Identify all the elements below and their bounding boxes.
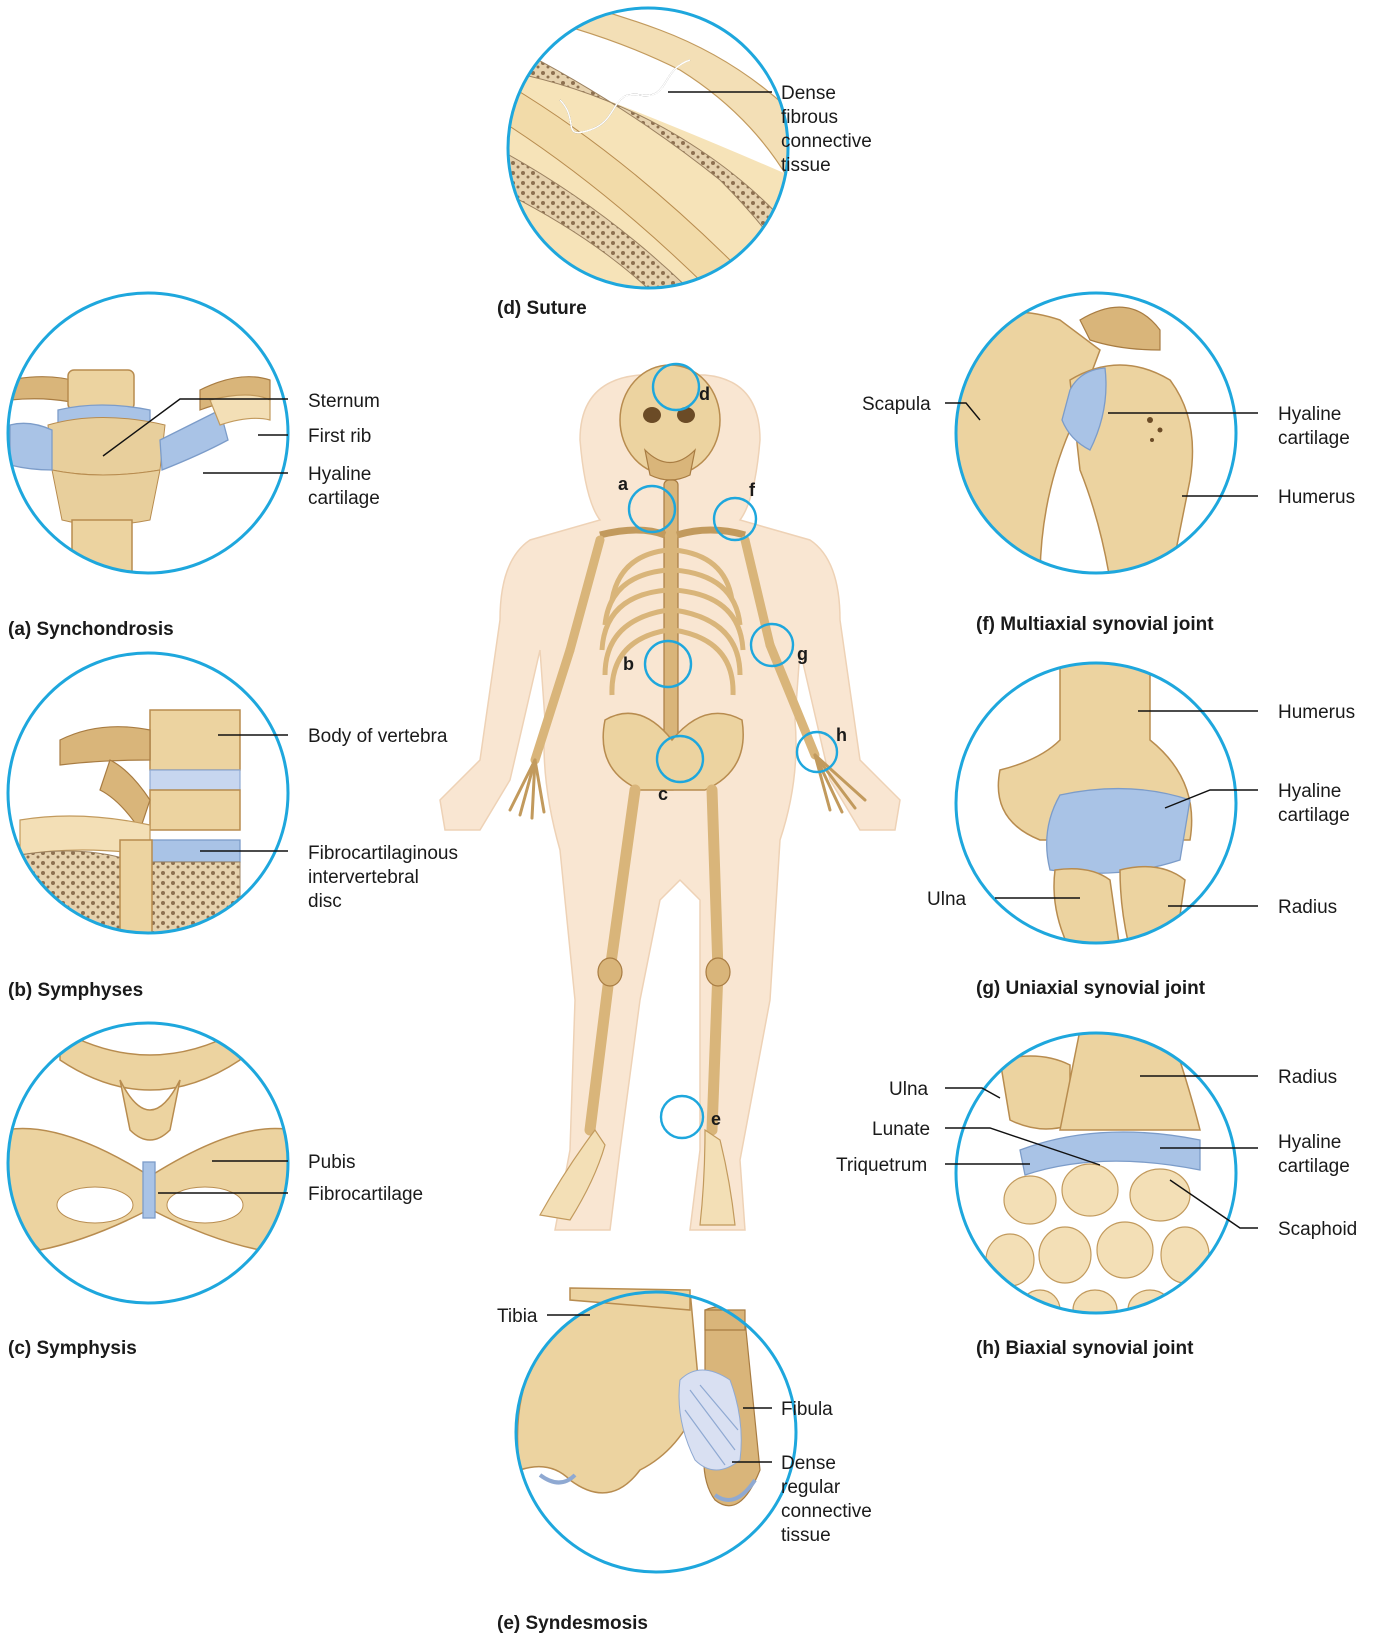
label-cartilage: cartilage — [308, 488, 380, 509]
caption-f-multiaxial: (f) Multiaxial synovial joint — [976, 614, 1214, 635]
label-regular-e: regular — [781, 1477, 841, 1498]
marker-letter-d: d — [699, 384, 710, 404]
label-body-of-vertebra: Body of vertebra — [308, 726, 448, 747]
caption-a-synchondrosis: (a) Synchondrosis — [8, 619, 174, 640]
panel-a-synchondrosis: Sternum First rib Hyaline cartilage (a) … — [0, 290, 380, 640]
panel-d-suture: Dense fibrous connective tissue (d) Sutu… — [497, 0, 872, 319]
label-disc: disc — [308, 891, 342, 912]
panel-f-multiaxial: Scapula Hyaline cartilage Humerus (f) Mu… — [862, 290, 1355, 635]
label-triquetrum: Triquetrum — [836, 1155, 927, 1176]
label-scaphoid: Scaphoid — [1278, 1219, 1357, 1240]
label-ulna-h: Ulna — [889, 1079, 929, 1100]
skeleton-figure: d a f b g c h e — [440, 364, 900, 1230]
label-fibula: Fibula — [781, 1399, 833, 1420]
label-radius-g: Radius — [1278, 897, 1337, 918]
label-cartilage-f: cartilage — [1278, 428, 1350, 449]
marker-letter-h: h — [836, 725, 847, 745]
marker-letter-g: g — [797, 644, 808, 664]
label-tibia: Tibia — [497, 1306, 538, 1327]
label-humerus-g: Humerus — [1278, 702, 1355, 723]
label-tissue-e: tissue — [781, 1525, 831, 1546]
marker-ring-e — [661, 1096, 703, 1138]
caption-b-symphyses: (b) Symphyses — [8, 980, 143, 1001]
caption-h-biaxial: (h) Biaxial synovial joint — [976, 1338, 1194, 1359]
label-cartilage-g: cartilage — [1278, 805, 1350, 826]
label-lunate: Lunate — [872, 1119, 930, 1140]
label-sternum: Sternum — [308, 391, 380, 412]
label-hyaline-h: Hyaline — [1278, 1132, 1341, 1153]
label-fibrocartilage: Fibrocartilage — [308, 1184, 423, 1205]
label-connective-e: connective — [781, 1501, 872, 1522]
caption-d-suture: (d) Suture — [497, 298, 587, 319]
marker-letter-e: e — [711, 1109, 721, 1129]
label-fibrocartilaginous: Fibrocartilaginous — [308, 843, 458, 864]
label-dense-e: Dense — [781, 1453, 836, 1474]
panel-b-symphyses: Body of vertebra Fibrocartilaginous inte… — [0, 650, 458, 1001]
panel-e-syndesmosis: Tibia Fibula Dense regular connective ti… — [497, 1284, 872, 1634]
caption-c-symphysis: (c) Symphysis — [8, 1338, 137, 1359]
label-hyaline-f: Hyaline — [1278, 404, 1341, 425]
label-connective: connective — [781, 131, 872, 152]
panel-g-uniaxial: Humerus Hyaline cartilage Ulna Radius (g… — [927, 660, 1355, 999]
label-humerus-f: Humerus — [1278, 487, 1355, 508]
label-radius-h: Radius — [1278, 1067, 1337, 1088]
label-hyaline-g: Hyaline — [1278, 781, 1341, 802]
marker-letter-b: b — [623, 654, 634, 674]
marker-letter-a: a — [618, 474, 629, 494]
label-pubis: Pubis — [308, 1152, 356, 1173]
label-scapula: Scapula — [862, 394, 931, 415]
marker-letter-f: f — [749, 480, 756, 500]
label-ulna-g: Ulna — [927, 889, 967, 910]
panel-c-symphysis: Pubis Fibrocartilage (c) Symphysis — [0, 1020, 423, 1359]
caption-g-uniaxial: (g) Uniaxial synovial joint — [976, 978, 1206, 999]
marker-letter-c: c — [658, 784, 668, 804]
label-hyaline: Hyaline — [308, 464, 371, 485]
label-cartilage-h: cartilage — [1278, 1156, 1350, 1177]
label-fibrous: fibrous — [781, 107, 838, 128]
caption-e-syndesmosis: (e) Syndesmosis — [497, 1613, 648, 1634]
label-dense: Dense — [781, 83, 836, 104]
label-tissue: tissue — [781, 155, 831, 176]
label-intervertebral: intervertebral — [308, 867, 419, 888]
label-first-rib: First rib — [308, 426, 371, 447]
panel-h-biaxial: Ulna Radius Lunate Hyaline cartilage Tri… — [836, 1030, 1357, 1359]
